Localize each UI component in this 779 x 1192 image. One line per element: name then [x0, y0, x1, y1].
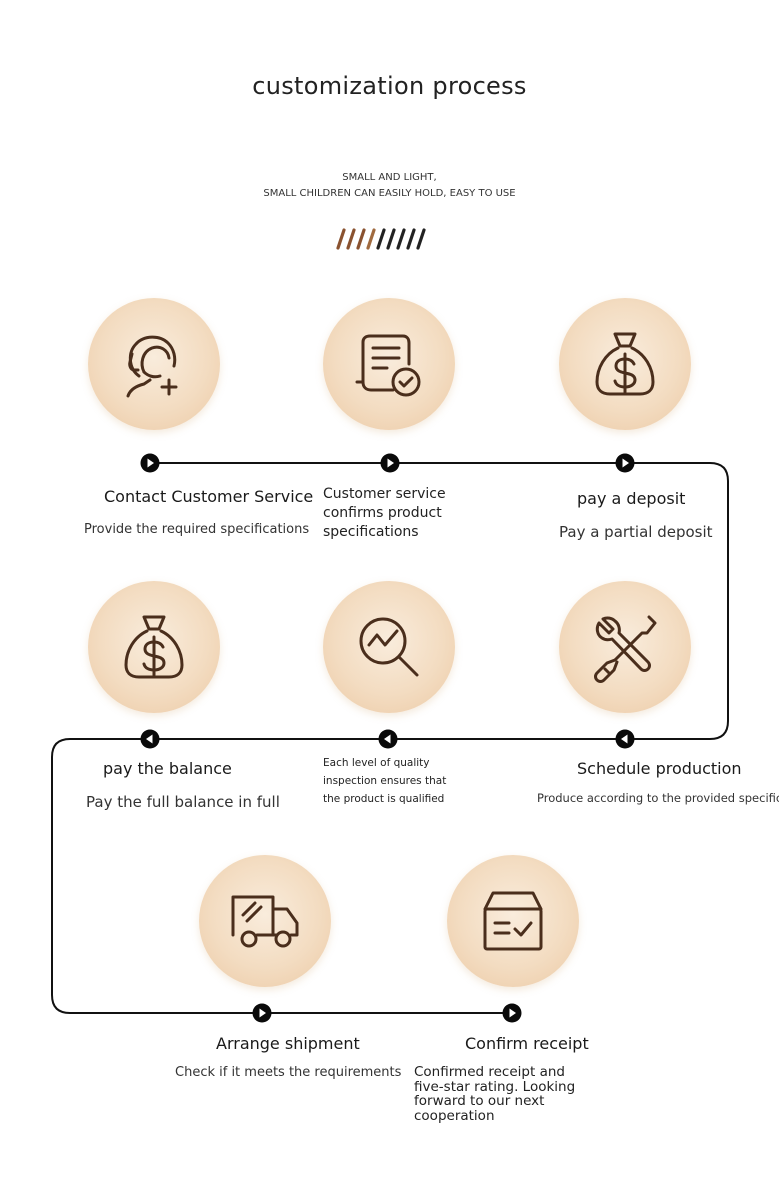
step-6-circle	[88, 581, 220, 713]
step-1-node-icon	[140, 453, 160, 473]
step-7-title: Arrange shipment	[216, 1034, 360, 1053]
step-3-node-icon	[615, 453, 635, 473]
step-2-node-icon	[380, 453, 400, 473]
step-7-circle	[199, 855, 331, 987]
step-1-desc: Provide the required specifications	[84, 522, 310, 537]
step-8-desc: Confirmed receipt and five-star rating. …	[414, 1064, 576, 1124]
subtitle-line-2: SMALL CHILDREN CAN EASILY HOLD, EASY TO …	[263, 188, 516, 199]
step-3-circle	[559, 298, 691, 430]
tools-icon	[594, 615, 657, 683]
customer-service-icon	[126, 335, 178, 398]
step-2-circle	[323, 298, 455, 430]
step-2-title: Customer service confirms product specif…	[323, 486, 446, 540]
step-6-desc: Pay the full balance in full	[86, 793, 280, 811]
step-6-node-icon	[140, 729, 160, 749]
step-7-desc: Check if it meets the requirements	[175, 1065, 402, 1080]
page-title: customization process	[252, 72, 527, 100]
decorative-slashes-icon	[336, 228, 426, 250]
step-8-title: Confirm receipt	[465, 1034, 589, 1053]
step-5-title: Each level of quality inspection ensures…	[323, 757, 447, 805]
step-1-title: Contact Customer Service	[104, 487, 314, 506]
quality-inspection-icon	[359, 617, 419, 677]
step-6-title: pay the balance	[103, 759, 232, 778]
step-4-desc: Produce according to the provided specif…	[537, 791, 779, 805]
box-check-icon	[483, 891, 543, 951]
step-4-node-icon	[615, 729, 635, 749]
step-4-circle	[559, 581, 691, 713]
step-1-circle	[88, 298, 220, 430]
subtitle-line-1: SMALL AND LIGHT,	[342, 172, 437, 183]
money-bag-icon	[595, 332, 655, 396]
step-3-title: pay a deposit	[577, 489, 686, 508]
delivery-truck-icon	[231, 895, 299, 948]
step-5-node-icon	[378, 729, 398, 749]
step-8-node-icon	[502, 1003, 522, 1023]
step-8-circle	[447, 855, 579, 987]
step-4-title: Schedule production	[577, 759, 742, 778]
step-5-circle	[323, 581, 455, 713]
step-3-desc: Pay a partial deposit	[559, 523, 713, 541]
money-bag-icon	[124, 615, 184, 679]
document-check-icon	[355, 334, 421, 397]
step-7-node-icon	[252, 1003, 272, 1023]
